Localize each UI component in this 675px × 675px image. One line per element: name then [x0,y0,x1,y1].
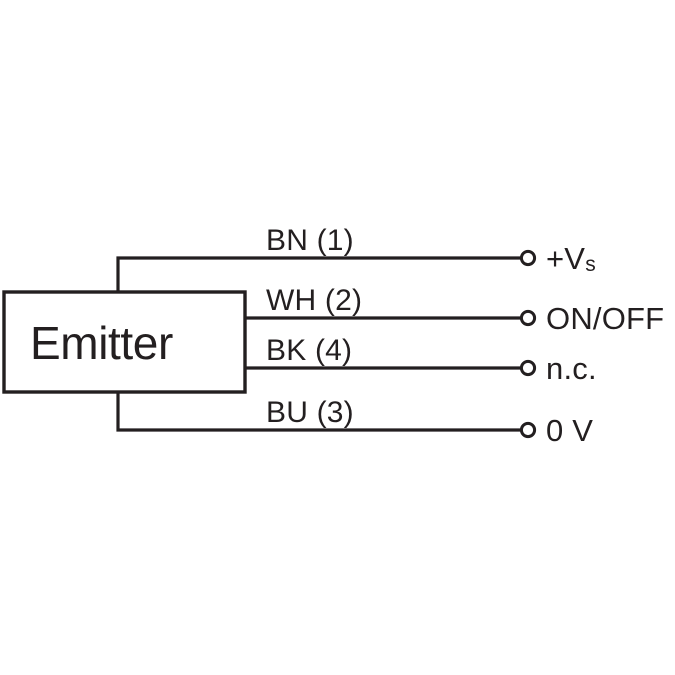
terminal-label-nc: n.c. [546,351,597,386]
wire-label-bu: BU (3) [266,396,354,429]
device-rect-emitter [2,290,247,394]
terminal-circle-nc[interactable] [519,359,537,377]
wire-group-bk: BK (4) n.c. [245,334,597,386]
terminal-circle-0v[interactable] [519,421,537,439]
terminal-circle-onoff[interactable] [519,309,537,327]
terminal-label-onoff: ON/OFF [546,301,664,336]
wire-label-bn: BN (1) [266,224,354,257]
wire-group-bu: BU (3) 0 V [116,392,593,448]
device-label-emitter: Emitter [30,317,173,369]
device-block-emitter[interactable]: Emitter [2,290,247,394]
terminal-label-vs-main: +V [546,241,585,276]
terminal-label-vs: +Vs [546,241,596,276]
terminal-circle-vs[interactable] [519,249,537,267]
wire-label-wh: WH (2) [266,284,362,317]
wire-line-bu [116,392,521,432]
terminal-label-vs-subscript: s [585,253,596,276]
wire-group-bn: BN (1) +Vs [116,224,596,292]
wire-label-bk: BK (4) [266,334,352,367]
terminal-label-0v: 0 V [546,413,593,448]
wire-line-bn [116,256,521,292]
wire-group-wh: WH (2) ON/OFF [245,284,664,336]
